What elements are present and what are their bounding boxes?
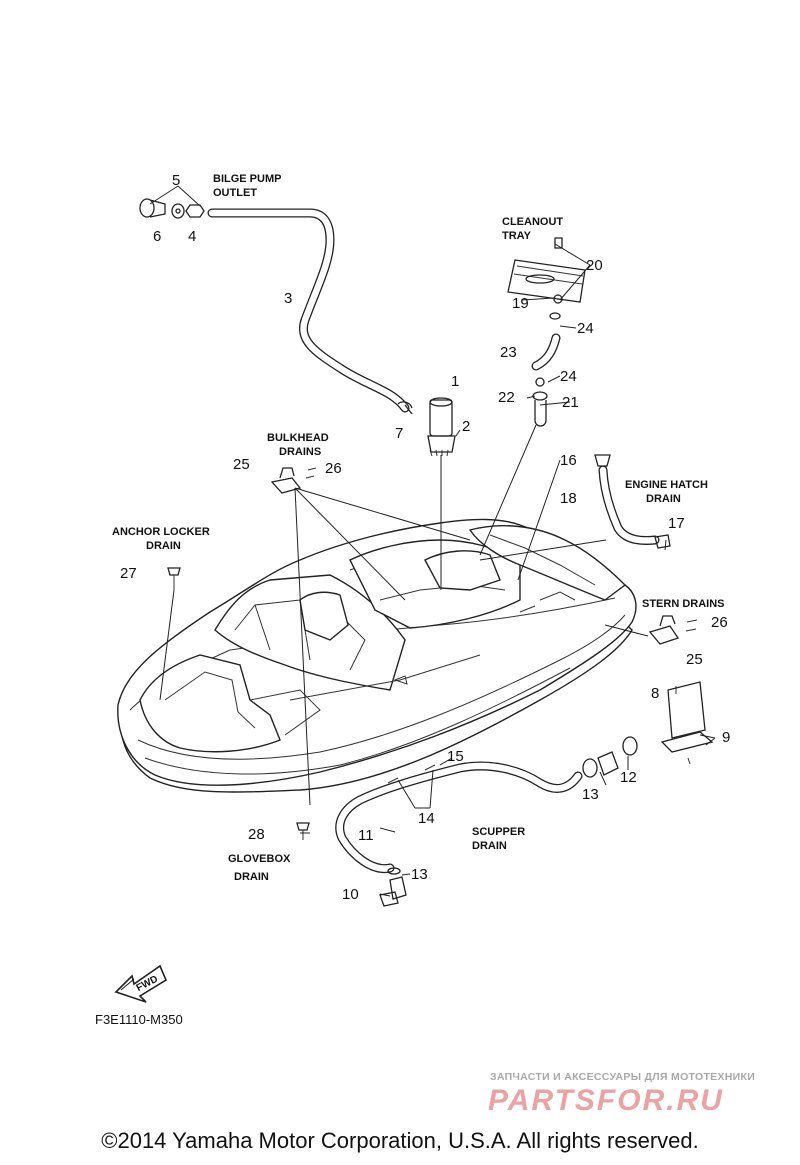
callout-16: 16 [560,452,577,469]
label-cleanout-tray-2: TRAY [502,230,532,242]
label-bulkhead-drains-1: BULKHEAD [267,432,329,444]
label-bilge-pump-outlet-1: BILGE PUMP [213,173,281,185]
callout-26b: 26 [711,614,728,631]
callout-20: 20 [586,257,603,274]
stern-drain-plug [648,615,698,645]
callout-3: 3 [284,290,292,307]
engine-hatch-drain-fittings [594,454,671,549]
scupper-fitting-10 [379,867,407,907]
hose-18 [598,465,660,545]
label-engine-hatch-drain-1: ENGINE HATCH [625,479,708,491]
diagram-code: F3E1110-M350 [95,1012,183,1027]
callout-1: 1 [451,373,459,390]
bilge-pump-outlet-fitting [139,198,205,219]
bracket-8 [660,681,714,765]
callout-22: 22 [498,389,515,406]
label-stern-drains: STERN DRAINS [642,598,725,610]
callout-19: 19 [512,295,529,312]
callout-4: 4 [188,228,196,245]
callout-25b: 25 [686,651,703,668]
callout-6: 6 [153,228,161,245]
callout-2: 2 [462,418,470,435]
label-anchor-locker-drain-1: ANCHOR LOCKER [112,526,210,538]
watermark-tagline: ЗАПЧАСТИ И АКСЕССУАРЫ ДЛЯ МОТОТЕХНИКИ [490,1071,756,1083]
label-anchor-locker-drain-2: DRAIN [146,540,181,552]
callout-7: 7 [395,425,403,442]
callout-15: 15 [447,748,464,765]
callout-13a: 13 [582,786,599,803]
hull-drawing [117,518,637,793]
scupper-fitting-12 [582,736,638,778]
label-bilge-pump-outlet-2: OUTLET [213,187,257,199]
callout-28: 28 [248,826,265,843]
callout-25a: 25 [233,456,250,473]
callout-17: 17 [668,515,685,532]
label-scupper-drain-1: SCUPPER [472,826,525,838]
callout-5: 5 [172,172,180,189]
callout-8: 8 [651,685,659,702]
label-scupper-drain-2: DRAIN [472,840,507,852]
glovebox-drain-screw [296,822,310,840]
hose-11 [335,761,583,874]
copyright-text: ©2014 Yamaha Motor Corporation, U.S.A. A… [101,1128,699,1153]
callout-11: 11 [358,827,374,844]
callout-13b: 13 [411,866,428,883]
label-glovebox-drain-2: DRAIN [234,871,269,883]
callout-14: 14 [418,810,435,827]
hose-23 [531,333,561,371]
callout-24b: 24 [560,368,577,385]
hose-3 [207,208,410,413]
label-engine-hatch-drain-2: DRAIN [646,493,681,505]
anchor-locker-drain-screw [167,567,181,590]
bilge-pump [397,397,456,457]
label-bulkhead-drains-2: DRAINS [279,446,321,458]
fwd-arrow-icon: FWD [114,964,168,1003]
callout-21: 21 [562,394,579,411]
bulkhead-drain-plug [270,467,317,494]
callout-23: 23 [500,344,517,361]
callout-12: 12 [620,769,637,786]
callout-27: 27 [120,565,137,582]
cleanout-tray [507,237,586,427]
label-cleanout-tray-1: CLEANOUT [502,216,563,228]
watermark-brand: PARTSFOR.RU [488,1084,724,1117]
callout-26a: 26 [325,460,342,477]
clips-14 [387,764,436,784]
leader-lines [149,185,716,897]
callout-9: 9 [722,729,730,746]
callout-24a: 24 [577,320,594,337]
callout-10: 10 [342,886,359,903]
callout-18: 18 [560,490,577,507]
label-glovebox-drain-1: GLOVEBOX [228,853,291,865]
